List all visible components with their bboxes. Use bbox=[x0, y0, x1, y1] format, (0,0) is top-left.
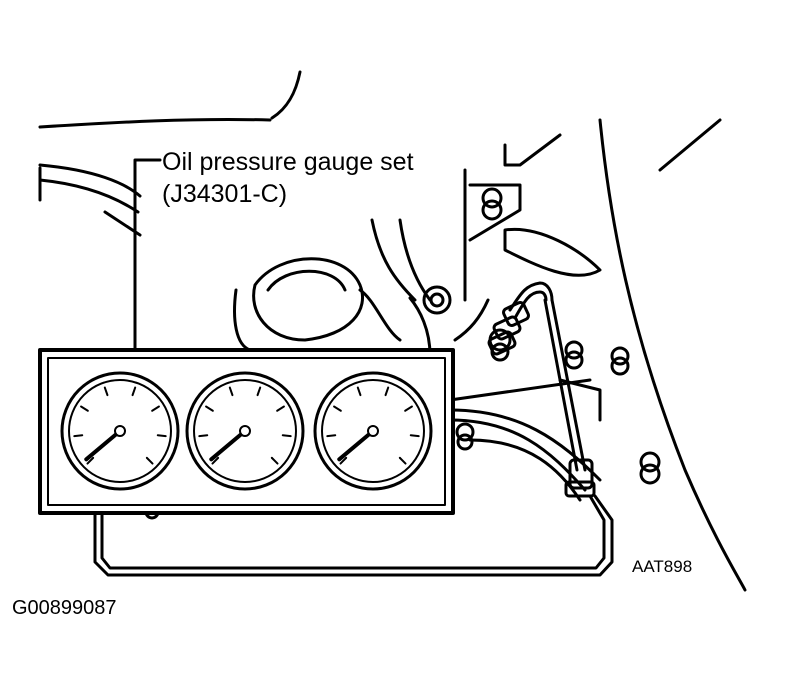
gauge-tick bbox=[270, 456, 279, 465]
callout-part-number: (J34301-C) bbox=[162, 180, 288, 208]
gauge-tick bbox=[404, 405, 413, 412]
gauge-tick bbox=[339, 456, 348, 465]
gauge-tick bbox=[103, 386, 109, 397]
gauge-center bbox=[185, 371, 305, 491]
gauge-tick bbox=[228, 386, 234, 397]
gauge-left bbox=[60, 371, 180, 491]
gauge-needle bbox=[84, 429, 122, 462]
gauge-tick bbox=[198, 434, 209, 438]
gauge-right bbox=[313, 371, 433, 491]
gauge-hub bbox=[367, 425, 379, 437]
gauge-needle bbox=[209, 429, 247, 462]
figure-code: AAT898 bbox=[632, 557, 693, 576]
gauge-tick bbox=[398, 456, 407, 465]
gauge-hub bbox=[239, 425, 251, 437]
gauge-tick bbox=[256, 386, 262, 397]
hose-bundle bbox=[448, 378, 602, 502]
gauge-tick bbox=[205, 405, 214, 412]
gauge-tick bbox=[151, 405, 160, 412]
gauge-tick bbox=[326, 434, 337, 438]
gauge-tick bbox=[281, 434, 292, 438]
gauge-tick bbox=[131, 386, 137, 397]
gauge-tick bbox=[384, 386, 390, 397]
gauge-tick bbox=[80, 405, 89, 412]
document-code: G00899087 bbox=[12, 597, 117, 619]
gauge-tick bbox=[156, 434, 167, 438]
gauge-group bbox=[60, 371, 433, 491]
callout-label: Oil pressure gauge set (J34301-C) bbox=[162, 146, 414, 210]
gauge-tick bbox=[86, 456, 95, 465]
gauge-tick bbox=[276, 405, 285, 412]
gauge-tick bbox=[333, 405, 342, 412]
gauge-tick bbox=[211, 456, 220, 465]
housing-outline bbox=[38, 70, 747, 592]
gauge-tick bbox=[73, 434, 84, 438]
gauge-hub bbox=[114, 425, 126, 437]
gauge-tick bbox=[409, 434, 420, 438]
gauge-tick bbox=[356, 386, 362, 397]
callout-title: Oil pressure gauge set bbox=[162, 148, 414, 176]
callout-leader bbox=[133, 158, 162, 352]
gauge-tick bbox=[145, 456, 154, 465]
gauge-needle bbox=[337, 429, 375, 462]
bolt-heads bbox=[144, 187, 661, 520]
